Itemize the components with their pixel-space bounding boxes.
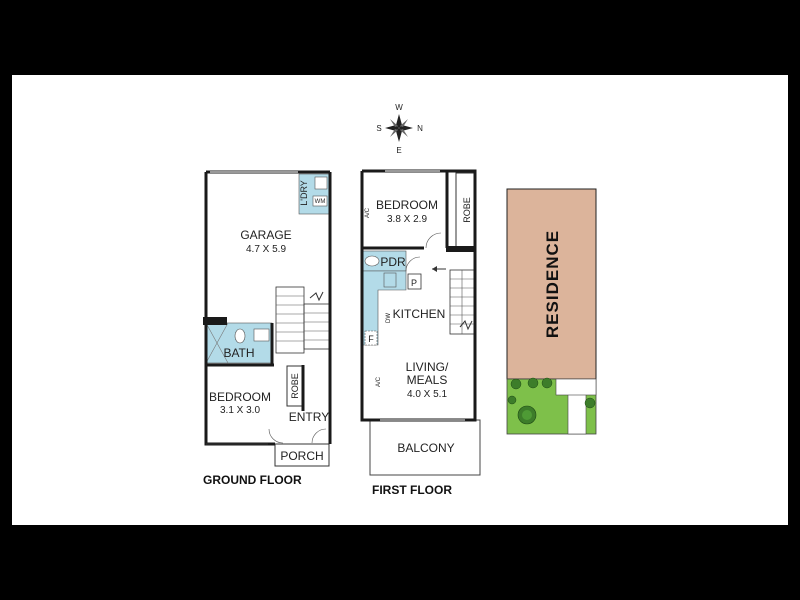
compass-north-label: N (417, 124, 423, 133)
shrub-icon (510, 378, 522, 390)
fridge-space (364, 330, 378, 346)
first-robe-label: ROBE (462, 197, 472, 223)
first-bedroom-dims: 3.8 X 2.9 (387, 214, 427, 225)
shrub-icon (507, 395, 517, 405)
pantry-label: P (411, 278, 417, 288)
ground-bedroom-dims: 3.1 X 3.0 (220, 405, 260, 416)
pdr-label: PDR (380, 255, 406, 269)
shrub-icon (584, 397, 596, 409)
compass-west-label: W (395, 103, 403, 112)
shower-cross-2 (205, 322, 229, 364)
porch-label: PORCH (280, 449, 323, 463)
shrub-icon (541, 377, 553, 389)
residence-block (506, 188, 597, 380)
garage-label: GARAGE (240, 228, 291, 242)
first-bedroom-label: BEDROOM (376, 198, 438, 212)
living-label-line1: LIVING/ (406, 360, 449, 374)
compass-east-label: E (396, 146, 401, 155)
entry-label: ENTRY (289, 410, 329, 424)
bedroom-ac-label: A/C (365, 207, 371, 218)
compass: W E S N (376, 103, 423, 155)
fridge-label: F (368, 334, 374, 344)
pantry (407, 273, 422, 290)
bath-label: BATH (223, 346, 254, 360)
balcony-label: BALCONY (397, 441, 454, 455)
first-stairs (432, 266, 477, 335)
living-dims: 4.0 X 5.1 (407, 389, 447, 400)
ground-stairs (275, 286, 331, 354)
site-plan: RESIDENCE (506, 188, 597, 435)
porch (274, 443, 330, 467)
garage-dims: 4.7 X 5.9 (246, 244, 286, 255)
robe-divider (446, 246, 476, 252)
shrub-icon (527, 377, 539, 389)
basin-icon (253, 328, 270, 342)
compass-south-label: S (376, 124, 381, 133)
tree-icon (517, 405, 537, 425)
first-floor-title: FIRST FLOOR (372, 483, 452, 497)
kitchen-label: KITCHEN (393, 307, 446, 321)
laundry-sink-icon (314, 176, 328, 190)
ground-floor-title: GROUND FLOOR (203, 473, 302, 487)
toilet-icon (234, 328, 246, 344)
cooktop-icon (383, 272, 397, 288)
entry-door-swing (268, 428, 284, 444)
washing-machine-icon (312, 195, 328, 207)
porch-door-swing (311, 428, 327, 444)
ground-bedroom-label: BEDROOM (209, 390, 271, 404)
pdr-door-swing (405, 256, 421, 272)
linen-cupboard (203, 317, 227, 325)
living-ac-label: A/C (376, 376, 382, 387)
pdr-toilet-icon (364, 255, 380, 267)
living-label-line2: MEALS (407, 373, 448, 387)
floor-plan-canvas (12, 75, 788, 525)
compass-rose-icon (385, 114, 413, 142)
side-path-top (555, 378, 597, 396)
laundry-label: L'DRY (299, 180, 309, 206)
ground-floor-plan: WM L'DRY BATH GARAGE 4.7 X 5.9 (203, 170, 332, 467)
ground-robe-label: ROBE (290, 373, 300, 399)
side-path (567, 393, 587, 435)
first-floor-plan: BALCONY PDR P DW F KITCHEN BEDROOM 3.8 X… (360, 169, 481, 476)
bedroom-door-swing (425, 232, 442, 249)
dishwasher-label: DW (386, 313, 392, 323)
washing-machine-label: WM (315, 199, 326, 205)
residence-label: RESIDENCE (543, 230, 562, 338)
